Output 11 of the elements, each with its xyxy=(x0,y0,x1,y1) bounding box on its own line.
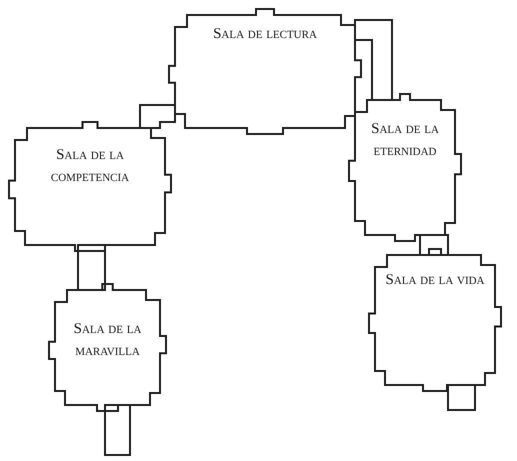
corridor xyxy=(447,384,476,411)
room-label: Sala de la vida xyxy=(384,271,486,290)
room-label: Sala de la competencia xyxy=(50,146,130,187)
corridor xyxy=(139,104,176,129)
room-label: Sala de la maravilla xyxy=(72,320,142,361)
corridor xyxy=(419,234,449,256)
corridor xyxy=(104,404,131,456)
room-label: Sala de lectura xyxy=(212,25,318,44)
corridor xyxy=(354,19,393,101)
corridor xyxy=(77,244,106,291)
room-label: Sala de la eternidad xyxy=(370,120,440,161)
